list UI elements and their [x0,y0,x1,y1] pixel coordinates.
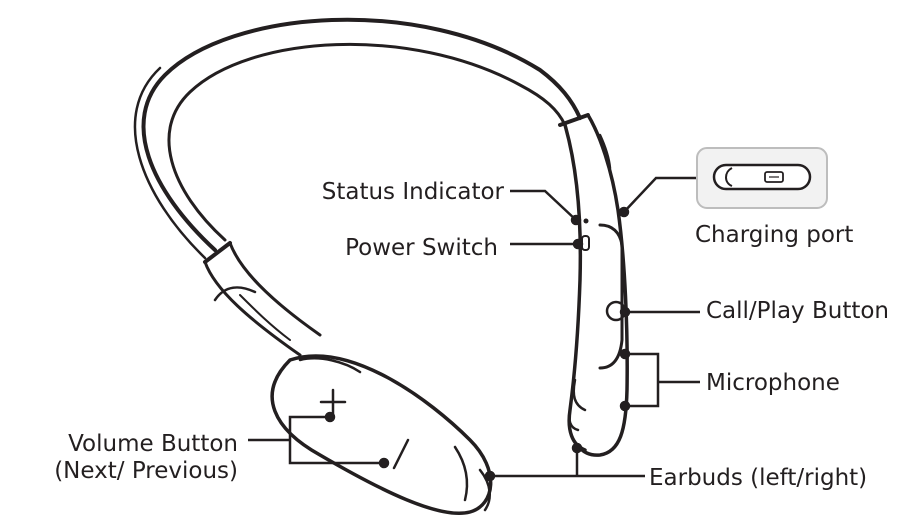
label-microphone: Microphone [706,370,840,396]
volume-minus-icon [392,438,410,470]
label-earbuds: Earbuds (left/right) [649,465,868,491]
volume-plus-icon [319,388,347,416]
label-call-play-button: Call/Play Button [706,298,890,324]
label-status-indicator: Status Indicator [321,179,504,205]
label-power-switch: Power Switch [345,235,498,261]
label-charging-port: Charging port [695,222,854,248]
label-volume-button: Volume Button [68,431,238,457]
usb-port-icon [764,171,784,183]
leader-lines [248,176,700,482]
right-pod [558,113,629,457]
charging-port-inset [696,147,828,209]
label-volume-button-sub: (Next/ Previous) [54,458,238,484]
neckband [133,17,582,515]
